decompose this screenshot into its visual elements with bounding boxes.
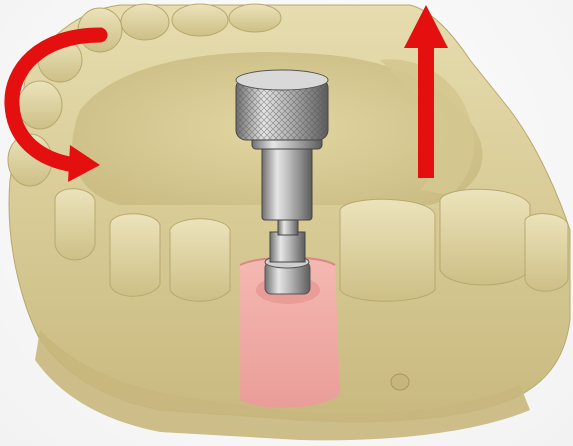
cast-nub xyxy=(391,374,409,390)
